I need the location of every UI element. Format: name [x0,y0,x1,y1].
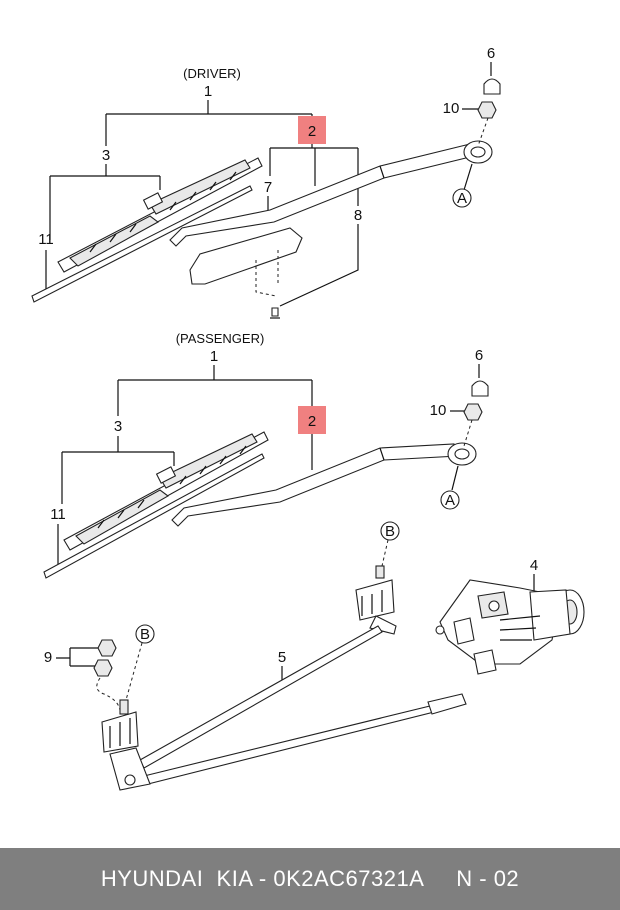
callout-2-driver: 2 [308,123,316,140]
bracket-1-passenger [117,365,313,416]
arm-cover-7 [189,227,303,297]
callout-4: 4 [530,557,538,574]
ref-circle-B-right [380,521,400,541]
wiper-arm-driver [169,140,493,247]
callout-9: 9 [44,649,52,666]
ref-A-driver: A [457,190,467,207]
highlight-box-2-passenger [298,406,326,434]
nut-10-passenger [463,403,483,421]
callout-1-passenger: 1 [210,348,218,365]
callout-10-driver: 10 [443,100,460,117]
callout-10-passenger: 10 [430,402,447,419]
wiper-refill-driver [31,185,253,303]
ref-B-right: B [385,523,395,540]
callout-11-driver: 11 [38,231,54,248]
callout-3-driver: 3 [102,147,110,164]
ref-A-passenger: A [445,492,455,509]
parts-diagram: (DRIVER) 1 2 7 8 3 11 6 10 [31,45,585,791]
dash-line-B-left [125,642,143,701]
screw-8 [270,307,280,319]
leader-A-passenger [451,465,459,491]
linkage-rod-5 [109,625,467,791]
nut-10-driver [477,101,497,119]
ref-circle-B-left [135,624,155,644]
bracket-1-driver [105,100,313,146]
pivot-right [355,565,397,635]
ref-circle-A-driver [452,188,472,208]
leader-8 [279,224,359,307]
cap-6-driver [483,78,501,95]
wiper-arm-passenger [171,442,477,527]
callout-2-passenger: 2 [308,413,316,430]
wiper-blade-driver [57,157,263,273]
nut-9-lower [93,659,113,677]
section-label-driver: (DRIVER) [183,66,241,81]
dash-line-passenger-nut [463,419,473,447]
callout-11-passenger: 11 [50,506,66,523]
callout-6-driver: 6 [487,45,495,62]
section-label-passenger: (PASSENGER) [176,331,265,346]
part-number-footer: HYUNDAI KIA - 0K2AC67321A N - 02 [100,866,520,891]
callout-6-passenger: 6 [475,347,483,364]
dash-line-nut-9 [96,677,121,711]
callout-5: 5 [278,649,286,666]
bracket-3-driver [49,164,161,240]
dash-line-driver-nut [477,117,489,147]
callout-7: 7 [264,179,272,196]
bracket-2-driver [269,144,359,206]
cap-6-passenger [471,380,489,397]
callout-1-driver: 1 [204,83,212,100]
ref-circle-A-passenger [440,490,460,510]
callout-3-passenger: 3 [114,418,122,435]
ref-B-left: B [140,626,150,643]
footer-bar: HYUNDAI KIA - 0K2AC67321A N - 02 [0,848,620,910]
bracket-3-passenger [61,436,175,504]
wiper-motor-4 [435,579,585,675]
bracket-9 [56,647,100,667]
wiper-refill-passenger [43,453,265,579]
leader-A-driver [463,163,473,191]
nut-9-upper [97,639,117,657]
highlight-box-2-driver [298,116,326,144]
wiper-blade-passenger [63,431,269,551]
callout-8: 8 [354,207,362,224]
dash-line-B-right [381,539,389,567]
pivot-left [101,699,139,753]
